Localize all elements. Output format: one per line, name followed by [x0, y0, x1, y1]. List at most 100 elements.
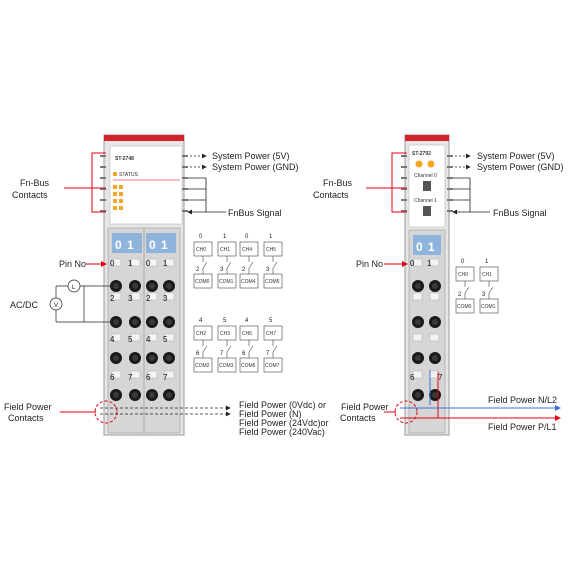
terminal-screw — [163, 280, 175, 292]
terminal-release-slot — [130, 370, 141, 379]
field-power-contacts-label-line2: Contacts — [340, 413, 376, 423]
fnbus-contacts-label-line1: Fn-Bus — [20, 178, 50, 188]
relay-contact-switch — [202, 261, 208, 269]
channel-tab-label: 0 — [115, 238, 122, 252]
field-power-output-label: Field Power (24Vdc)or — [239, 418, 329, 428]
terminal-screw — [412, 352, 424, 364]
acdc-load-circuit: L V AC/DC — [10, 279, 116, 323]
terminal-screw — [129, 352, 141, 364]
relay-pin-number: 7 — [266, 351, 270, 357]
terminal-screw — [129, 389, 141, 401]
status-led — [113, 172, 117, 176]
pin-number: 5 — [128, 335, 133, 344]
relay-com-label: COM4 — [241, 279, 256, 285]
status-led — [427, 160, 435, 168]
relay-pin-number: 4 — [199, 318, 203, 324]
relay-pin-number: 2 — [458, 292, 462, 298]
system-power-gnd-label: System Power (GND) — [477, 162, 564, 172]
terminal-release-slot — [164, 333, 175, 342]
relay-channel-label: CH1 — [482, 272, 492, 278]
relay-com-box — [263, 273, 283, 289]
terminal-release-slot — [130, 258, 141, 267]
pin-no-callout-right: Pin No — [356, 259, 408, 269]
relay-com-box — [263, 357, 283, 373]
relay-channel-label: CH6 — [242, 331, 252, 337]
channel-tab-label: 0 — [416, 240, 423, 254]
fnbus-callout-right: Fn-Bus Contacts — [313, 152, 407, 213]
channel-tab-group-a — [112, 233, 142, 253]
terminal-screw — [110, 389, 122, 401]
terminal-screw — [163, 352, 175, 364]
pin-number: 2 — [110, 294, 115, 303]
relay-com-label: COM6 — [241, 363, 256, 369]
relay-pin-number: 1 — [223, 234, 227, 240]
relay-channel-label: CH0 — [458, 272, 468, 278]
channel-led-grid — [113, 185, 123, 210]
terminal-release-slot — [412, 292, 423, 301]
fnbus-contacts-label-line1: Fn-Bus — [323, 178, 353, 188]
terminal-screw — [412, 316, 424, 328]
terminal-release-slot — [130, 292, 141, 301]
relay-pin-number: 1 — [269, 234, 273, 240]
voltage-source-symbol — [49, 297, 63, 311]
pin-number: 5 — [163, 335, 168, 344]
terminal-release-slot — [429, 333, 440, 342]
pin-number: 4 — [146, 335, 151, 344]
terminal-release-slot — [412, 258, 423, 267]
relay-pin-number: 3 — [482, 292, 486, 298]
module-model-label: ST-2792 — [412, 151, 431, 157]
relay-com-box — [217, 357, 237, 373]
terminal-release-slot — [147, 333, 158, 342]
terminal-release-slot — [147, 292, 158, 301]
pin-no-label: Pin No — [59, 259, 86, 269]
channel-tab-group-b — [146, 233, 176, 253]
field-power-output-label: Field Power (240Vac) — [239, 427, 325, 437]
channel-switch — [423, 181, 431, 191]
relay-channel-label: CH0 — [196, 247, 206, 253]
terminal-release-slot — [147, 258, 158, 267]
relay-com-label: COM0 — [457, 304, 472, 310]
relay-com-label: COM0 — [195, 279, 210, 285]
terminal-screw — [146, 316, 158, 328]
relay-com-box — [193, 273, 213, 289]
terminal-release-slot — [164, 258, 175, 267]
fnbus-signal-label: FnBus Signal — [493, 208, 547, 218]
pin-number: 1 — [163, 259, 168, 268]
pin-no-label: Pin No — [356, 259, 383, 269]
field-power-contact-highlight — [394, 400, 418, 424]
load-symbol — [67, 279, 81, 293]
relay-pin-number: 1 — [485, 259, 489, 265]
field-power-p-label: Field Power P/L1 — [488, 422, 557, 432]
voltage-source-label: V — [54, 303, 58, 309]
field-power-contact-highlight — [94, 400, 118, 424]
fnbus-contacts-label-line2: Contacts — [12, 190, 48, 200]
channel-tab-label: 1 — [161, 238, 168, 252]
terminal-release-slot — [429, 258, 440, 267]
terminal-release-slot — [111, 370, 122, 379]
terminal-release-slot — [147, 370, 158, 379]
pin-number: 6 — [110, 373, 115, 382]
relay-channel-label: CH4 — [242, 247, 252, 253]
field-power-contacts-label-line1: Field Power — [341, 402, 389, 412]
status-label: STATUS — [119, 172, 139, 178]
pin-number: 3 — [128, 294, 133, 303]
field-power-callout-right: Field Power Contacts Field Power N/L2 Fi… — [340, 370, 561, 432]
status-led — [415, 160, 423, 168]
relay-pin-number: 7 — [220, 351, 224, 357]
terminal-release-slot — [429, 292, 440, 301]
relay-channel-label: CH1 — [220, 247, 230, 253]
channel-label: Channel 0 — [414, 173, 437, 179]
terminal-screw — [163, 316, 175, 328]
relay-channel-label: CH7 — [266, 331, 276, 337]
fnbus-contacts-right — [447, 155, 453, 212]
pin-number: 7 — [128, 373, 133, 382]
relay-com-box — [239, 357, 259, 373]
terminal-screw — [429, 316, 441, 328]
terminal-screw — [163, 389, 175, 401]
relay-contact-switch — [464, 286, 470, 294]
system-power-left: System Power (5V) System Power (GND) FnB… — [187, 151, 299, 218]
terminal-screw — [146, 352, 158, 364]
terminal-screw — [429, 352, 441, 364]
